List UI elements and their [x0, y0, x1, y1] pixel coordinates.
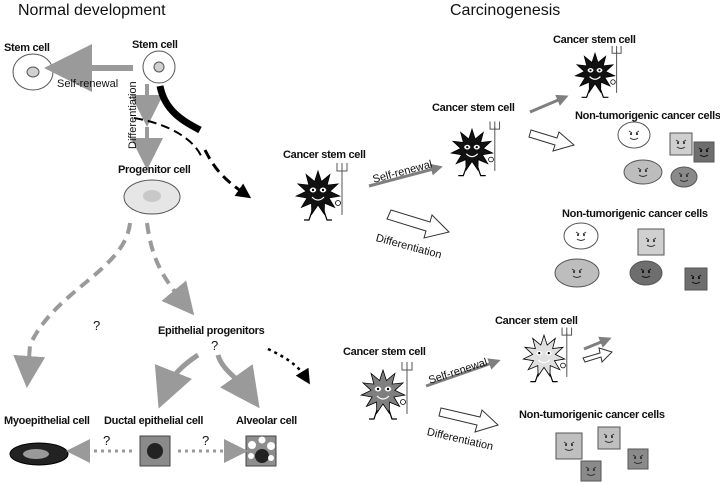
cancer-stem-cell-top-left	[294, 163, 348, 221]
non-tumorigenic-cells-group-3	[555, 426, 649, 482]
label-alveolar-cell: Alveolar cell	[236, 415, 297, 427]
transformation-arrow-upper-dashed	[133, 117, 203, 159]
cancer-differentiation-arrow-bottom-2	[582, 347, 613, 364]
label-stem-cell-top: Stem cell	[132, 39, 178, 51]
progenitor-to-myoepithelial-arrow	[13, 222, 132, 388]
cancer-stem-cell-bottom-left	[359, 362, 413, 420]
label-epithelial-progenitors: Epithelial progenitors	[158, 325, 265, 337]
question-mark-epithelial: ?	[211, 338, 219, 353]
cancer-self-renewal-arrow-top	[368, 163, 443, 188]
label-differentiation-normal: Differentiation	[127, 81, 139, 149]
epithelial-to-cancer-dotted-arrow	[267, 347, 310, 385]
label-cancer-stem-cell-top-mid: Cancer stem cell	[432, 102, 515, 114]
heading-carcinogenesis: Carcinogenesis	[450, 2, 561, 19]
epithelial-to-alveolar-arrow	[215, 354, 260, 409]
myoepithelial-cell	[9, 442, 69, 466]
label-ductal-epithelial-cell: Ductal epithelial cell	[104, 415, 204, 427]
cancer-differentiation-arrow-top-2	[528, 129, 576, 152]
progenitor-cell	[123, 179, 181, 215]
label-non-tumorigenic-1: Non-tumorigenic cancer cells	[575, 110, 720, 122]
label-self-renewal-normal: Self-renewal	[57, 78, 119, 90]
cancer-differentiation-arrow-bottom	[438, 407, 499, 433]
progenitor-to-epithelial-arrow	[145, 222, 195, 316]
label-progenitor-cell: Progenitor cell	[118, 164, 191, 176]
question-mark-ductal-left: ?	[103, 433, 111, 448]
heading-normal-development: Normal development	[18, 2, 166, 19]
cancer-stem-cell-top-right	[574, 46, 622, 98]
stem-cell-top	[142, 50, 176, 84]
non-tumorigenic-cells-group-2	[554, 222, 708, 291]
question-mark-ductal-right: ?	[202, 433, 210, 448]
transformation-arrow-dashed	[203, 149, 252, 199]
epithelial-to-ductal-arrow	[154, 352, 200, 409]
label-myoepithelial-cell: Myoepithelial cell	[4, 415, 90, 427]
cancer-stem-cell-top-mid	[449, 121, 501, 177]
label-non-tumorigenic-3: Non-tumorigenic cancer cells	[519, 409, 665, 421]
ductal-epithelial-cell	[139, 435, 171, 467]
stem-cell-left	[12, 53, 54, 91]
label-stem-cell-left: Stem cell	[4, 42, 50, 54]
cancer-differentiation-arrow-top	[386, 209, 450, 239]
non-tumorigenic-cells-group-1	[617, 121, 715, 188]
label-non-tumorigenic-2: Non-tumorigenic cancer cells	[562, 208, 708, 220]
transformation-arrow-top	[156, 85, 202, 134]
cancer-self-renewal-arrow-top-2	[529, 94, 569, 114]
label-cancer-stem-cell-top-left: Cancer stem cell	[283, 149, 366, 161]
cancer-stem-cell-bottom-right	[521, 327, 573, 383]
cancer-self-renewal-arrow-bottom	[425, 358, 501, 388]
label-cancer-stem-cell-bottom-left: Cancer stem cell	[343, 346, 426, 358]
question-mark-myoepithelial: ?	[93, 318, 101, 333]
label-cancer-stem-cell-bottom-right: Cancer stem cell	[495, 315, 578, 327]
label-cancer-stem-cell-top-right: Cancer stem cell	[553, 34, 636, 46]
alveolar-cell	[245, 435, 277, 467]
cancer-self-renewal-arrow-bottom-2	[583, 336, 612, 351]
